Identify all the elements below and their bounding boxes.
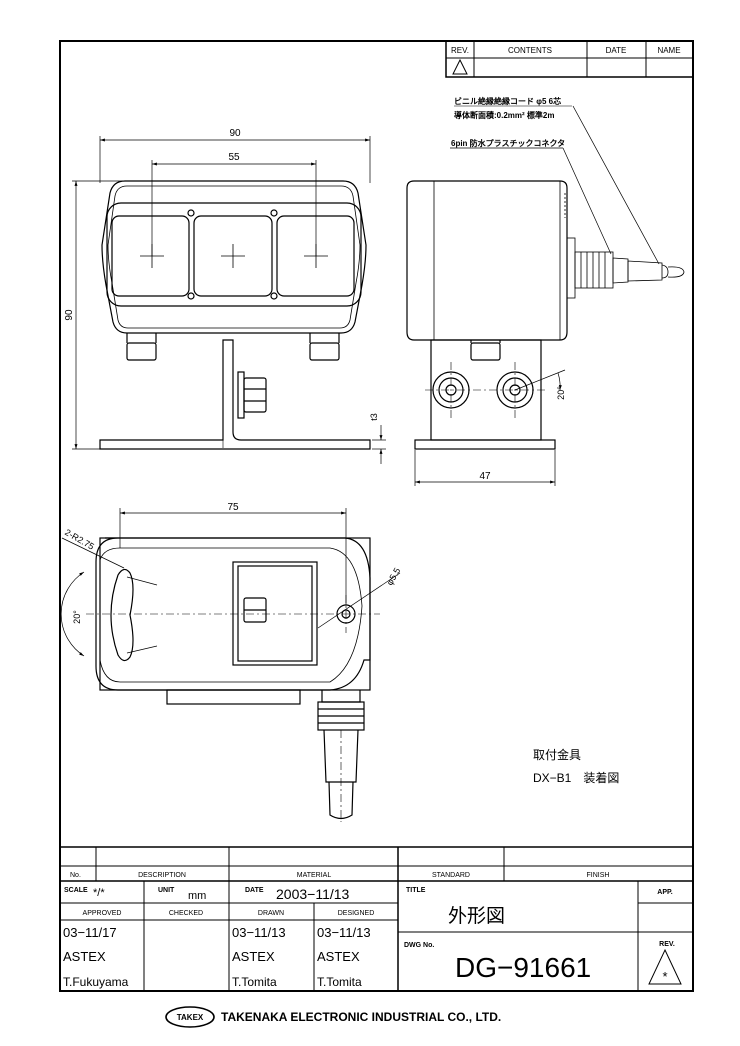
dim-side-depth: 47 [479, 471, 491, 482]
bottom-dimensions [60, 508, 401, 657]
tb-approved-date: 03−11/17 [63, 925, 117, 940]
tb-drawn-name: T.Tomita [232, 975, 277, 989]
rev-triangle-icon [648, 948, 682, 985]
dim-front-spacing: 55 [228, 152, 240, 163]
tb-scale-label: SCALE [64, 887, 88, 894]
dim-side-angle: 20° [556, 386, 566, 400]
tb-standard-label: STANDARD [432, 872, 470, 879]
tb-designed-company: ASTEX [317, 949, 360, 964]
tb-scale-value: */* [93, 887, 105, 899]
tb-finish-label: FINISH [587, 872, 610, 879]
name-header: NAME [657, 46, 680, 55]
tb-approved-name: T.Fukuyama [63, 975, 129, 989]
takex-logo-icon [165, 1006, 215, 1028]
mount-note-line1: 取付金具 [533, 747, 581, 762]
tb-approved-company: ASTEX [63, 949, 106, 964]
tb-designed-name: T.Tomita [317, 975, 362, 989]
dim-bottom-angle: 20° [72, 610, 82, 624]
company-name: TAKENAKA ELECTRONIC INDUSTRIAL CO., LTD. [221, 1010, 501, 1024]
dim-bottom-length: 75 [227, 502, 239, 513]
rev-header: REV. [451, 46, 469, 55]
cable-spec-line2: 導体断面積:0.2mm² 標準2m [454, 110, 554, 120]
tb-rev-symbol: * [662, 969, 667, 984]
connector-spec: 6pin 防水プラスチックコネクタ [451, 138, 565, 148]
tb-date-label: DATE [245, 887, 264, 894]
tb-no-label: No. [70, 872, 81, 879]
tb-drawn-date: 03−11/13 [232, 925, 286, 940]
bottom-view [95, 537, 371, 820]
revision-table [445, 40, 694, 78]
front-view [99, 180, 371, 450]
tb-drawn-label: DRAWN [258, 910, 284, 917]
sheet-border [59, 40, 694, 992]
side-dimensions [414, 105, 660, 486]
front-dimensions [72, 136, 386, 464]
tb-approved-label: APPROVED [83, 910, 122, 917]
tb-rev-label: REV. [659, 941, 675, 948]
tb-date-value: 2003−11/13 [276, 886, 350, 902]
tb-app-label: APP. [657, 889, 672, 896]
contents-header: CONTENTS [508, 46, 552, 55]
title-block-grid [60, 846, 693, 991]
dim-bottom-radius: 2-R2.75 [63, 527, 96, 552]
cable-spec-line1: ビニル絶縁絶縁コード φ5 6芯 [454, 96, 561, 106]
tb-dwg-label: DWG No. [404, 942, 434, 949]
dim-front-height: 90 [64, 309, 75, 321]
dim-hole-diameter: φ5.5 [384, 566, 402, 587]
date-header: DATE [606, 46, 627, 55]
tb-checked-label: CHECKED [169, 910, 203, 917]
tb-unit-label: UNIT [158, 887, 175, 894]
tb-title-label: TITLE [406, 887, 426, 894]
tb-unit-value: mm [188, 890, 206, 902]
mount-note-line2: DX−B1 装着図 [533, 770, 619, 785]
side-view [406, 180, 685, 450]
tb-dwg-value: DG−91661 [455, 952, 591, 983]
revision-triangle-icon [452, 58, 468, 75]
dim-front-width: 90 [229, 128, 241, 139]
tb-title-value: 外形図 [448, 905, 505, 927]
tb-material-label: MATERIAL [297, 872, 332, 879]
logo-text: TAKEX [177, 1013, 204, 1022]
tb-designed-label: DESIGNED [338, 910, 375, 917]
tb-drawn-company: ASTEX [232, 949, 275, 964]
tb-designed-date: 03−11/13 [317, 925, 371, 940]
tb-description-label: DESCRIPTION [138, 872, 186, 879]
side-centerlines [425, 362, 545, 418]
dim-bracket-thickness: t3 [369, 413, 379, 421]
